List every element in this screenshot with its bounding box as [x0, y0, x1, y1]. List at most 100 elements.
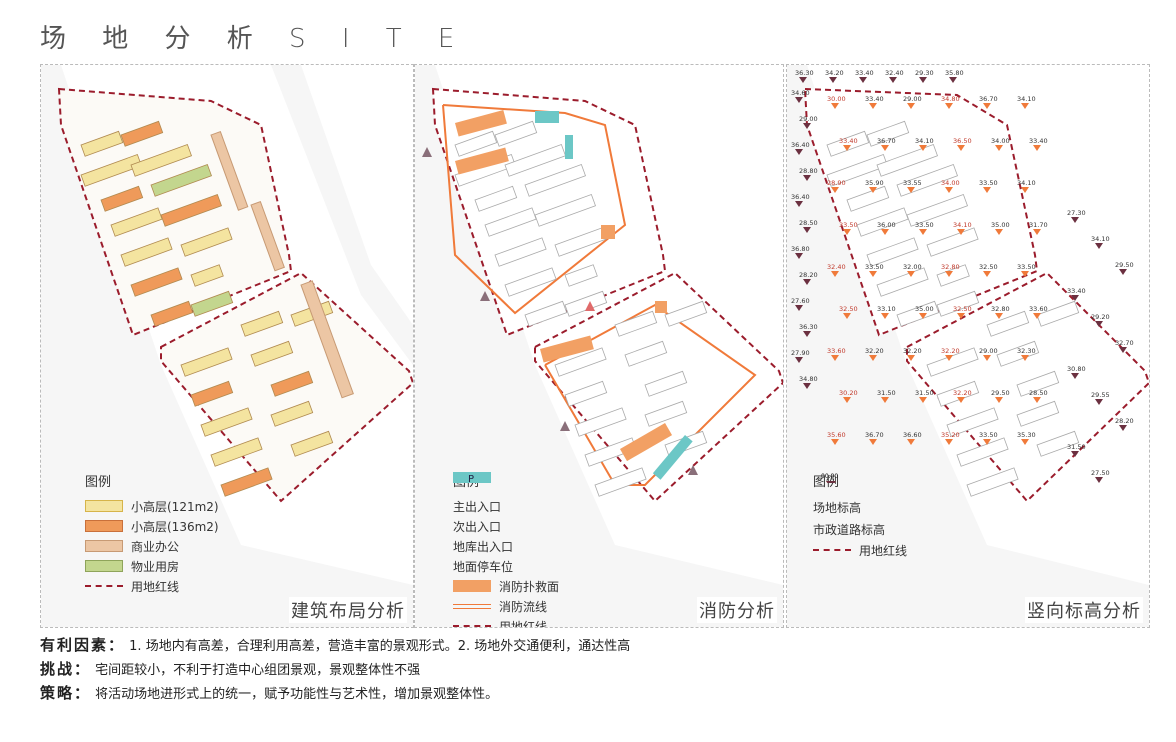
- road-elevation-label: 36.40: [791, 193, 810, 201]
- site-elevation-label: 30.00: [827, 95, 846, 103]
- building-footprint: [494, 120, 538, 147]
- building-footprint: [644, 370, 688, 397]
- commercial-building: [300, 280, 354, 399]
- site-elevation-marker: [945, 439, 953, 445]
- layout-caption: 建筑布局分析: [289, 597, 407, 623]
- site-elevation-marker: [983, 355, 991, 361]
- building-footprint: [190, 380, 234, 407]
- legend-item-red-line: 用地红线: [85, 576, 219, 596]
- building-footprint: [130, 143, 192, 177]
- building-footprint: [100, 185, 144, 212]
- building-footprint: [936, 290, 980, 317]
- site-elevation-marker: [957, 313, 965, 319]
- site-elevation-label: 35.00: [915, 305, 934, 313]
- building-footprint: [220, 467, 273, 497]
- site-elevation-label: 32.80: [941, 263, 960, 271]
- site-elevation-marker: [869, 439, 877, 445]
- footer-text: 1. 场地内有高差，合理利用高差，营造丰富的景观形式。2. 场地外交通便利，通达…: [129, 639, 631, 654]
- site-elevation-label: 36.50: [953, 137, 972, 145]
- site-elevation-marker: [1021, 355, 1029, 361]
- road-elevation-marker: [803, 175, 811, 181]
- building-footprint: [190, 264, 224, 287]
- legend-label: 地面停车位: [453, 559, 514, 574]
- road-elevation-icon: 00.00: [821, 473, 838, 483]
- site-elevation-marker: [843, 229, 851, 235]
- legend-item-commercial: 商业办公: [85, 536, 219, 556]
- legend-label: 用地红线: [131, 579, 180, 594]
- building-footprint: [1016, 400, 1060, 427]
- building-footprint: [474, 185, 518, 212]
- site-elevation-label: 33.50: [1017, 263, 1036, 271]
- road-elevation-label: 32.40: [885, 69, 904, 77]
- legend-item-136: 小高层(136m2): [85, 516, 219, 536]
- site-elevation-marker: [919, 229, 927, 235]
- road-elevation-label: 29.55: [1091, 391, 1110, 399]
- building-footprint: [594, 467, 647, 497]
- road-elevation-marker: [1095, 243, 1103, 249]
- site-elevation-label: 32.40: [827, 263, 846, 271]
- road-elevation-marker: [1119, 425, 1127, 431]
- site-elevation-label: 33.50: [865, 263, 884, 271]
- site-elevation-marker: [907, 271, 915, 277]
- legend-item-red-line: 用地红线: [453, 616, 559, 627]
- site-elevation-label: 33.55: [903, 179, 922, 187]
- site-elevation-label: 31.50: [915, 389, 934, 397]
- site-elevation-label: 32.30: [1017, 347, 1036, 355]
- site-elevation-marker: [1021, 271, 1029, 277]
- building-footprint: [614, 310, 658, 337]
- building-footprint: [564, 264, 598, 287]
- road-elevation-marker: [803, 383, 811, 389]
- site-elevation-label: 33.60: [1029, 305, 1048, 313]
- site-elevation-label: 32.20: [953, 389, 972, 397]
- road-elevation-marker: [803, 279, 811, 285]
- building-footprint: [524, 163, 586, 197]
- site-elevation-label: 31.70: [1029, 221, 1048, 229]
- building-footprint: [966, 467, 1019, 497]
- building-footprint: [504, 143, 566, 177]
- site-elevation-label: 32.50: [953, 305, 972, 313]
- road-elevation-label: 34.60: [791, 89, 810, 97]
- site-elevation-label: 29.50: [991, 389, 1010, 397]
- building-footprint: [1016, 370, 1060, 397]
- site-elevation-marker: [881, 229, 889, 235]
- building-footprint: [454, 130, 498, 157]
- site-elevation-label: 35.00: [991, 221, 1010, 229]
- road-elevation-label: 34.20: [825, 69, 844, 77]
- legend-label: 小高层(136m2): [131, 519, 219, 534]
- site-elevation-label: 33.40: [839, 137, 858, 145]
- site-elevation-marker: [907, 103, 915, 109]
- road-elevation-marker: [795, 201, 803, 207]
- site-elevation-marker: [983, 271, 991, 277]
- site-elevation-label: 28.90: [827, 179, 846, 187]
- building-footprint: [624, 340, 668, 367]
- building-footprint: [554, 347, 607, 377]
- site-elevation-label: 33.40: [865, 95, 884, 103]
- site-elevation-marker: [1033, 229, 1041, 235]
- building-footprint: [180, 347, 233, 377]
- site-elevation-marker: [881, 313, 889, 319]
- building-footprint: [956, 437, 1009, 467]
- legend-item-red-line: 用地红线: [813, 540, 907, 560]
- road-elevation-marker: [949, 77, 957, 83]
- building-footprint: [946, 407, 999, 437]
- site-elevation-marker: [1021, 439, 1029, 445]
- svg-text:00.00: 00.00: [821, 473, 838, 480]
- road-elevation-marker: [795, 97, 803, 103]
- footer-text: 宅间距较小，不利于打造中心组团景观，景观整体性不强: [95, 663, 421, 678]
- site-elevation-marker: [831, 271, 839, 277]
- road-elevation-label: 28.20: [799, 271, 818, 279]
- swatch-commercial: [85, 540, 123, 552]
- site-elevation-marker: [831, 355, 839, 361]
- site-elevation-label: 35.30: [1017, 431, 1036, 439]
- legend-item-property: 物业用房: [85, 556, 219, 576]
- building-footprint: [936, 264, 970, 287]
- legend-title: 图例: [813, 475, 840, 490]
- road-elevation-label: 36.80: [791, 245, 810, 253]
- fire-site-plan: [415, 65, 783, 627]
- road-elevation-marker: [1119, 347, 1127, 353]
- site-elevation-marker: [995, 397, 1003, 403]
- elevation-caption: 竖向标高分析: [1025, 597, 1143, 623]
- legend-label: 小高层(121m2): [131, 499, 219, 514]
- site-elevation-label: 32.20: [941, 347, 960, 355]
